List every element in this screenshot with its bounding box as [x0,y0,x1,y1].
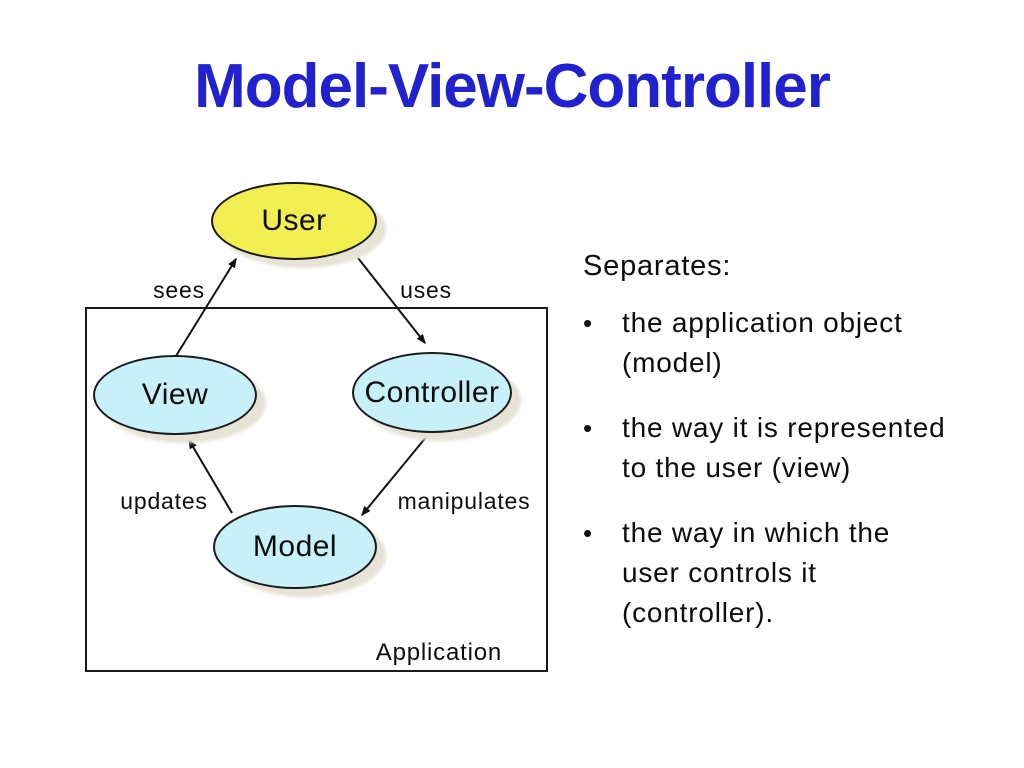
bullet-item: • the way in which the user controls it … [583,513,1003,633]
bullet-item: • the way it is represented to the user … [583,408,1003,488]
uses-edge-label: uses [400,277,452,303]
bullet-text: the way in which the user controls it (c… [622,517,891,628]
controller-node-label: Controller [364,375,500,409]
sees-edge-label: sees [153,277,205,303]
separates-panel: Separates: • the application object (mod… [583,246,1003,658]
bullet-item: • the application object (model) [583,303,1003,383]
bullet-text: the way it is represented to the user (v… [622,412,946,483]
controller-node: Controller [352,352,512,433]
model-node-label: Model [252,530,338,563]
bullet-dot: • [583,413,593,443]
updates-edge-label: updates [120,488,208,514]
user-node: User [211,182,377,260]
model-node: Model [213,505,377,589]
bullet-dot: • [583,518,593,548]
view-node: View [93,355,257,435]
bullet-list: • the application object (model) • the w… [583,303,1003,633]
manipulates-edge-label: manipulates [397,488,531,514]
bullet-text: the application object (model) [622,307,903,378]
user-node-label: User [261,204,327,237]
panel-heading: Separates: [583,250,732,282]
application-box: Application [85,307,548,672]
view-node-label: View [141,378,209,411]
bullet-dot: • [583,308,593,338]
page-title: Model-View-Controller [194,52,831,121]
application-label: Application [375,639,502,666]
